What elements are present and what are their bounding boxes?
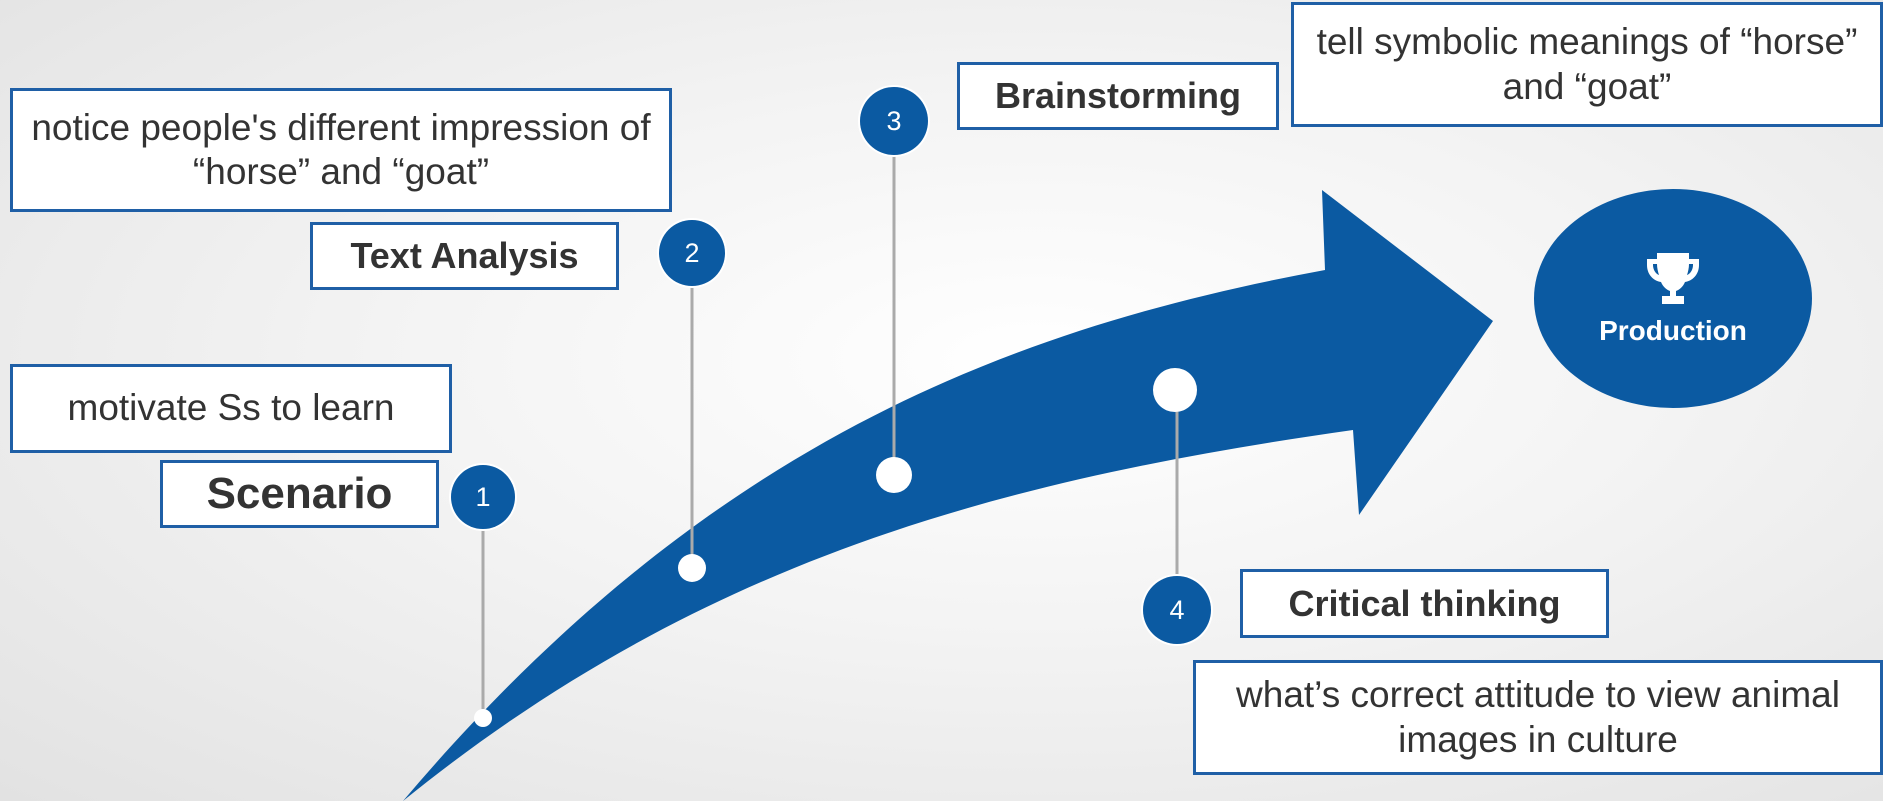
step-1-badge: 1	[451, 465, 515, 529]
trophy-icon	[1647, 252, 1699, 304]
step-2-badge: 2	[659, 220, 725, 286]
step-1-description: motivate Ss to learn	[10, 364, 452, 453]
step-4-description: what’s correct attitude to view animal i…	[1193, 660, 1883, 775]
step-4-badge: 4	[1143, 576, 1211, 644]
step-4-title: Critical thinking	[1240, 569, 1609, 638]
arrow-dot-2	[678, 554, 706, 582]
step-2-description: notice people's different impression of …	[10, 88, 672, 212]
arrow-dot-4	[1153, 368, 1197, 412]
production-label: Production	[1599, 314, 1747, 346]
step-1-title: Scenario	[160, 460, 439, 528]
step-3-badge: 3	[860, 87, 928, 155]
production-goal: Production	[1534, 189, 1812, 408]
arrow-dot-1	[474, 709, 492, 727]
curved-arrow	[403, 190, 1493, 801]
arrow-dot-3	[876, 457, 912, 493]
step-2-title: Text Analysis	[310, 222, 619, 290]
step-3-description: tell symbolic meanings of “horse” and “g…	[1291, 2, 1883, 127]
step-3-title: Brainstorming	[957, 62, 1279, 130]
